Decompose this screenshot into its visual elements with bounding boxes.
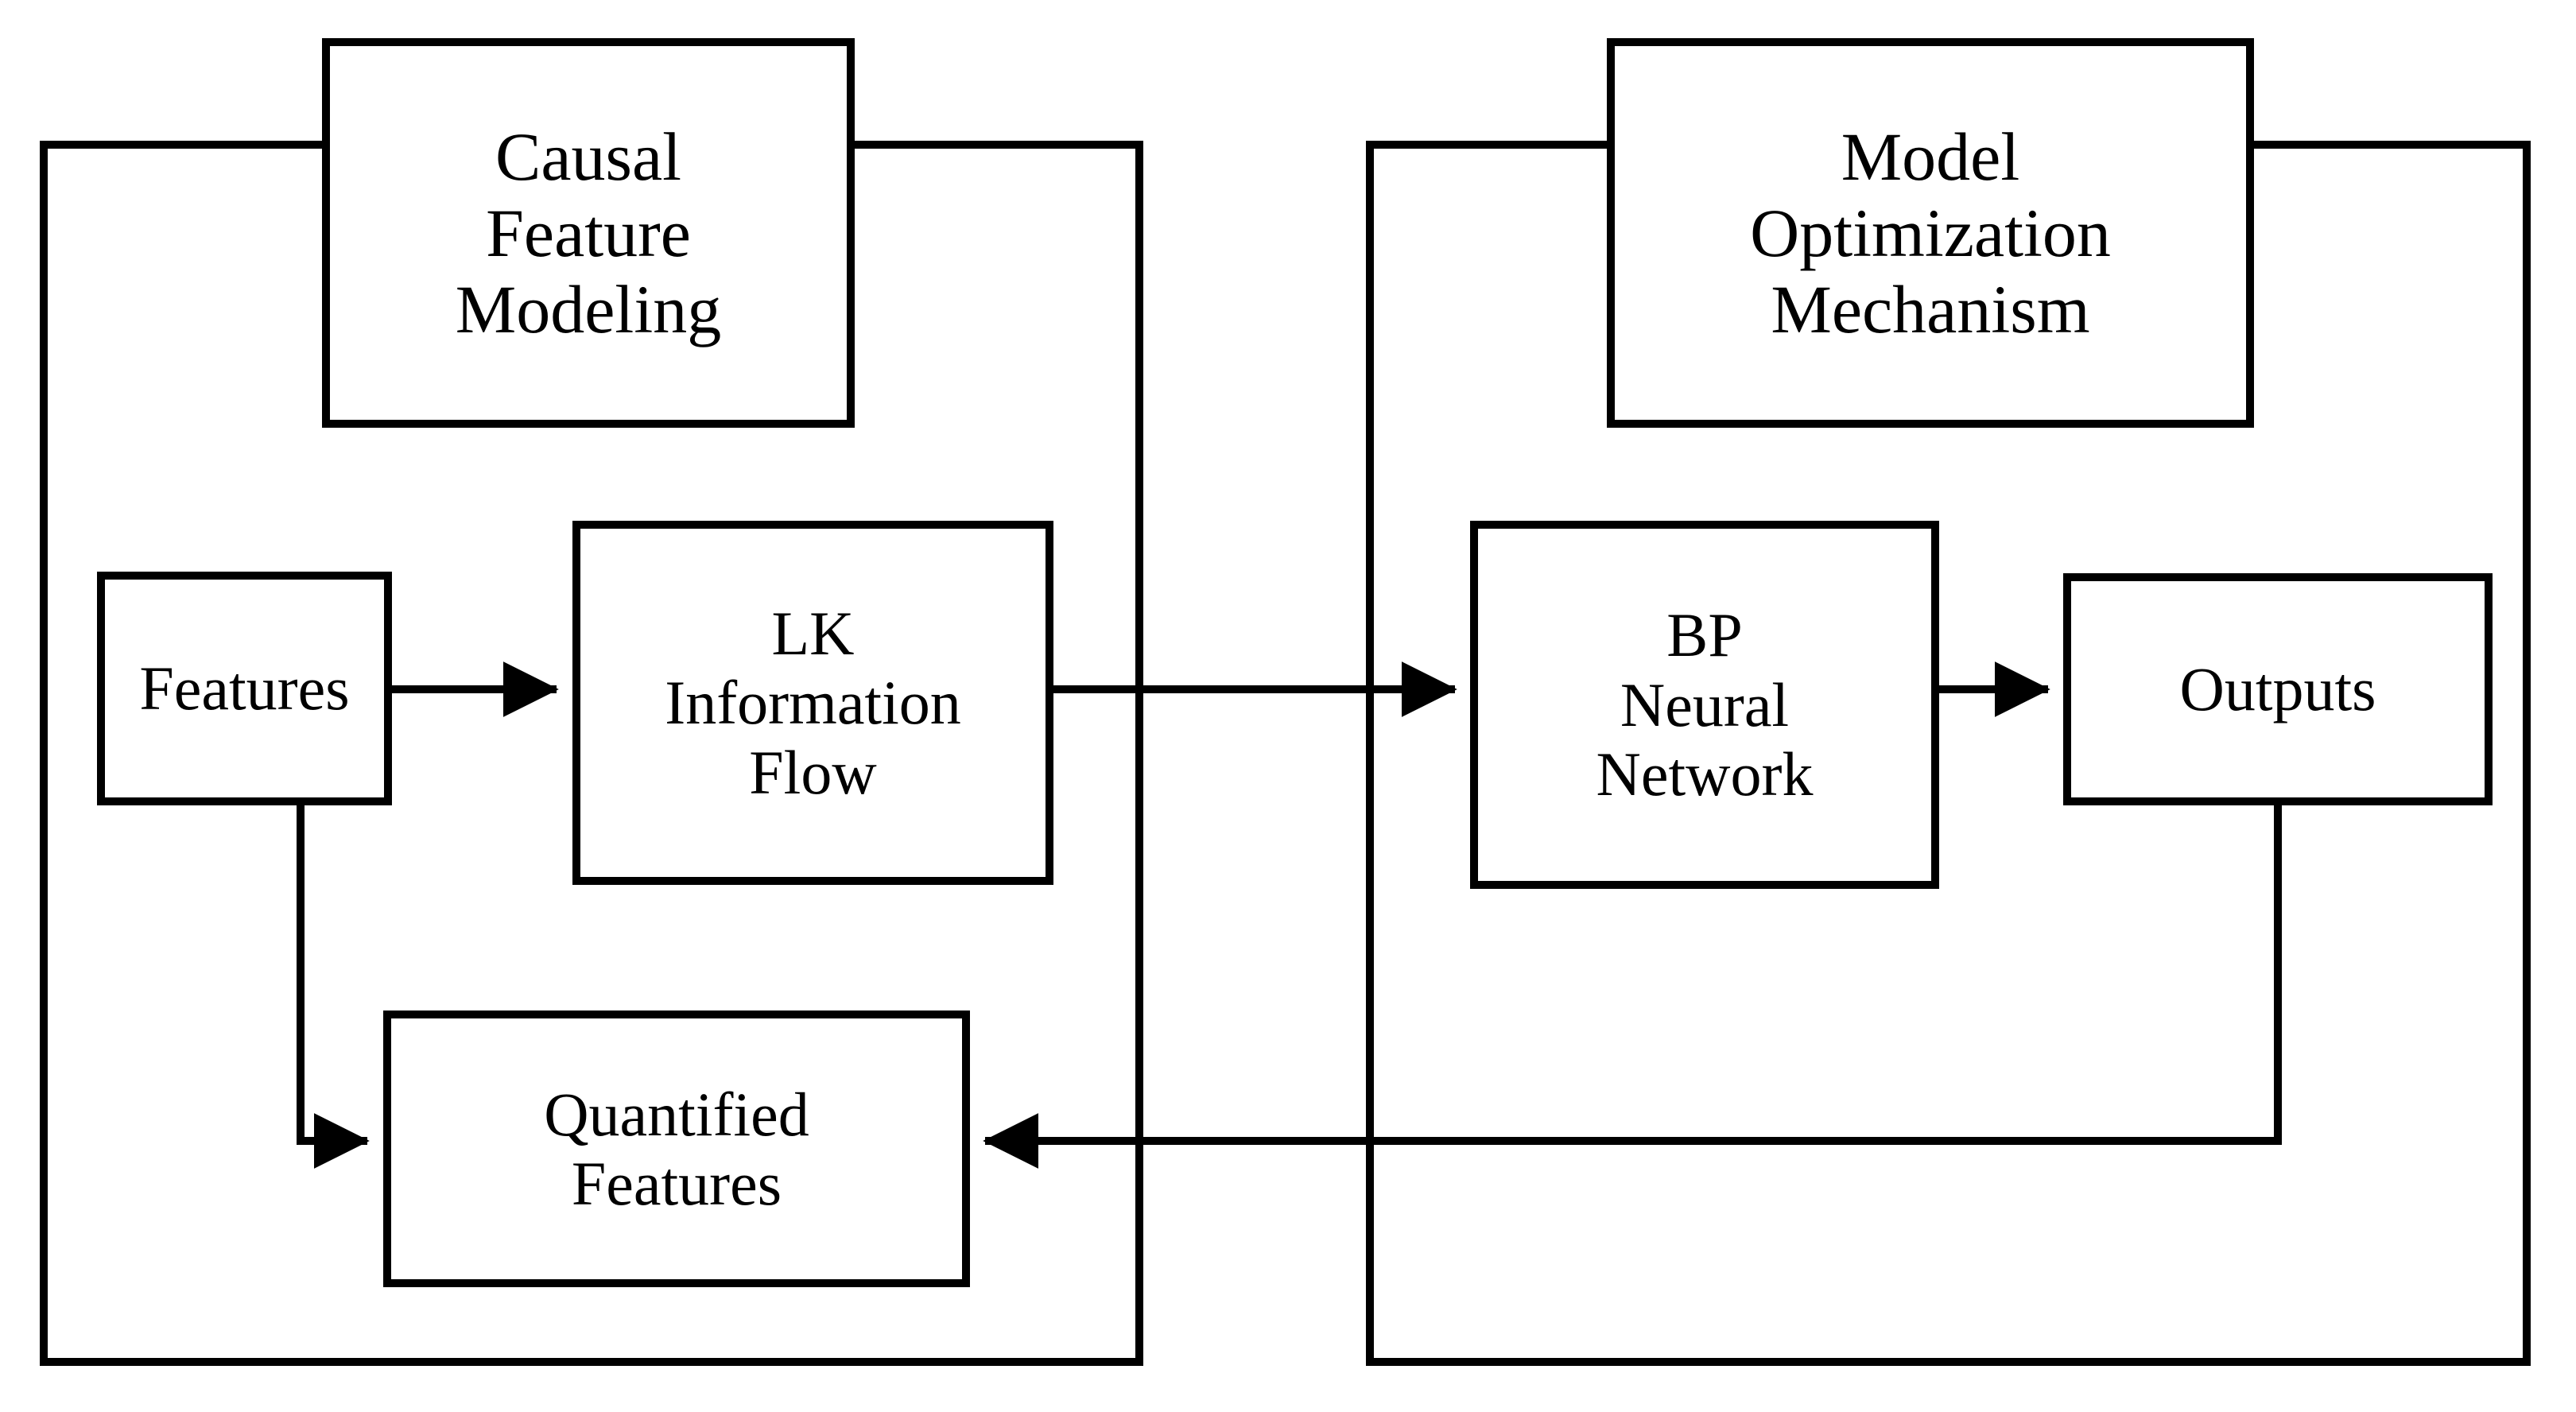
node-box-features bbox=[97, 572, 392, 805]
edge-outputs-to-quantified-feedback bbox=[983, 801, 2282, 1169]
edge-features-to-quantified bbox=[297, 801, 370, 1169]
node-box-lk-information-flow bbox=[572, 521, 1053, 885]
node-box-bp-neural-network bbox=[1470, 521, 1939, 889]
group-header-box-causal-feature-modeling bbox=[322, 38, 855, 428]
node-box-quantified-features bbox=[383, 1011, 970, 1287]
group-header-box-model-optimization-mechanism bbox=[1607, 38, 2254, 428]
node-box-outputs bbox=[2063, 573, 2493, 805]
